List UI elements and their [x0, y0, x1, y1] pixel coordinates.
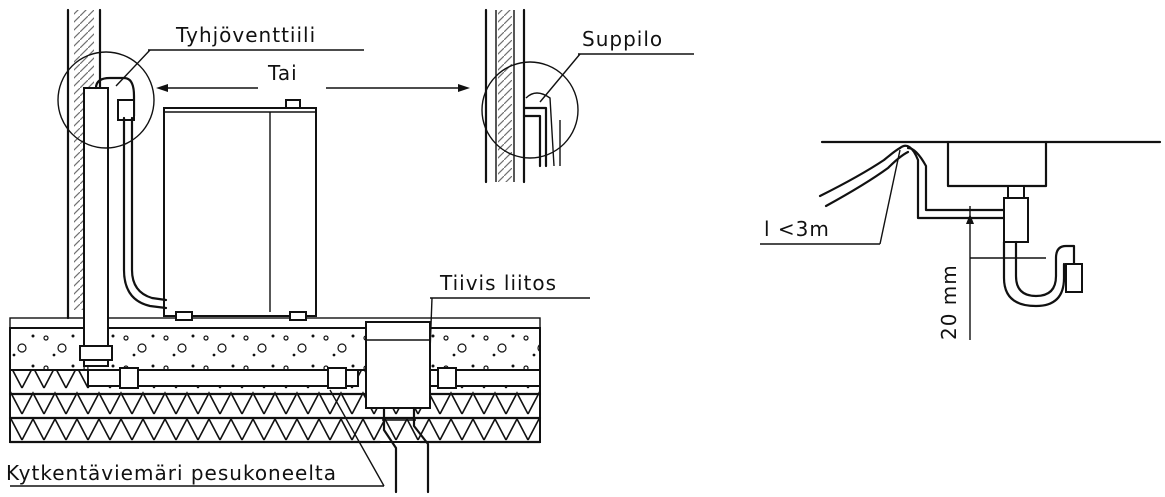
funnel-detail: [481, 8, 579, 184]
drain-standpipe: [57, 51, 155, 367]
label-vacuum-valve: Tyhjöventtiili: [175, 23, 316, 47]
leader-lines: [10, 49, 694, 487]
label-or: Tai: [267, 61, 298, 85]
label-tight-joint: Tiivis liitos: [439, 271, 557, 295]
label-length: l <3m: [764, 217, 830, 241]
labels: Tyhjöventtiili Tai Suppilo Tiivis liitos…: [6, 23, 961, 485]
washing-machine: [122, 99, 317, 321]
floor-drain: [87, 321, 541, 494]
sink-detail: [760, 140, 1162, 340]
label-funnel: Suppilo: [582, 27, 663, 51]
or-arrow: [156, 84, 470, 92]
label-height: 20 mm: [937, 264, 961, 340]
label-connection-drain: Kytkentäviemäri pesukoneelta: [6, 461, 337, 485]
